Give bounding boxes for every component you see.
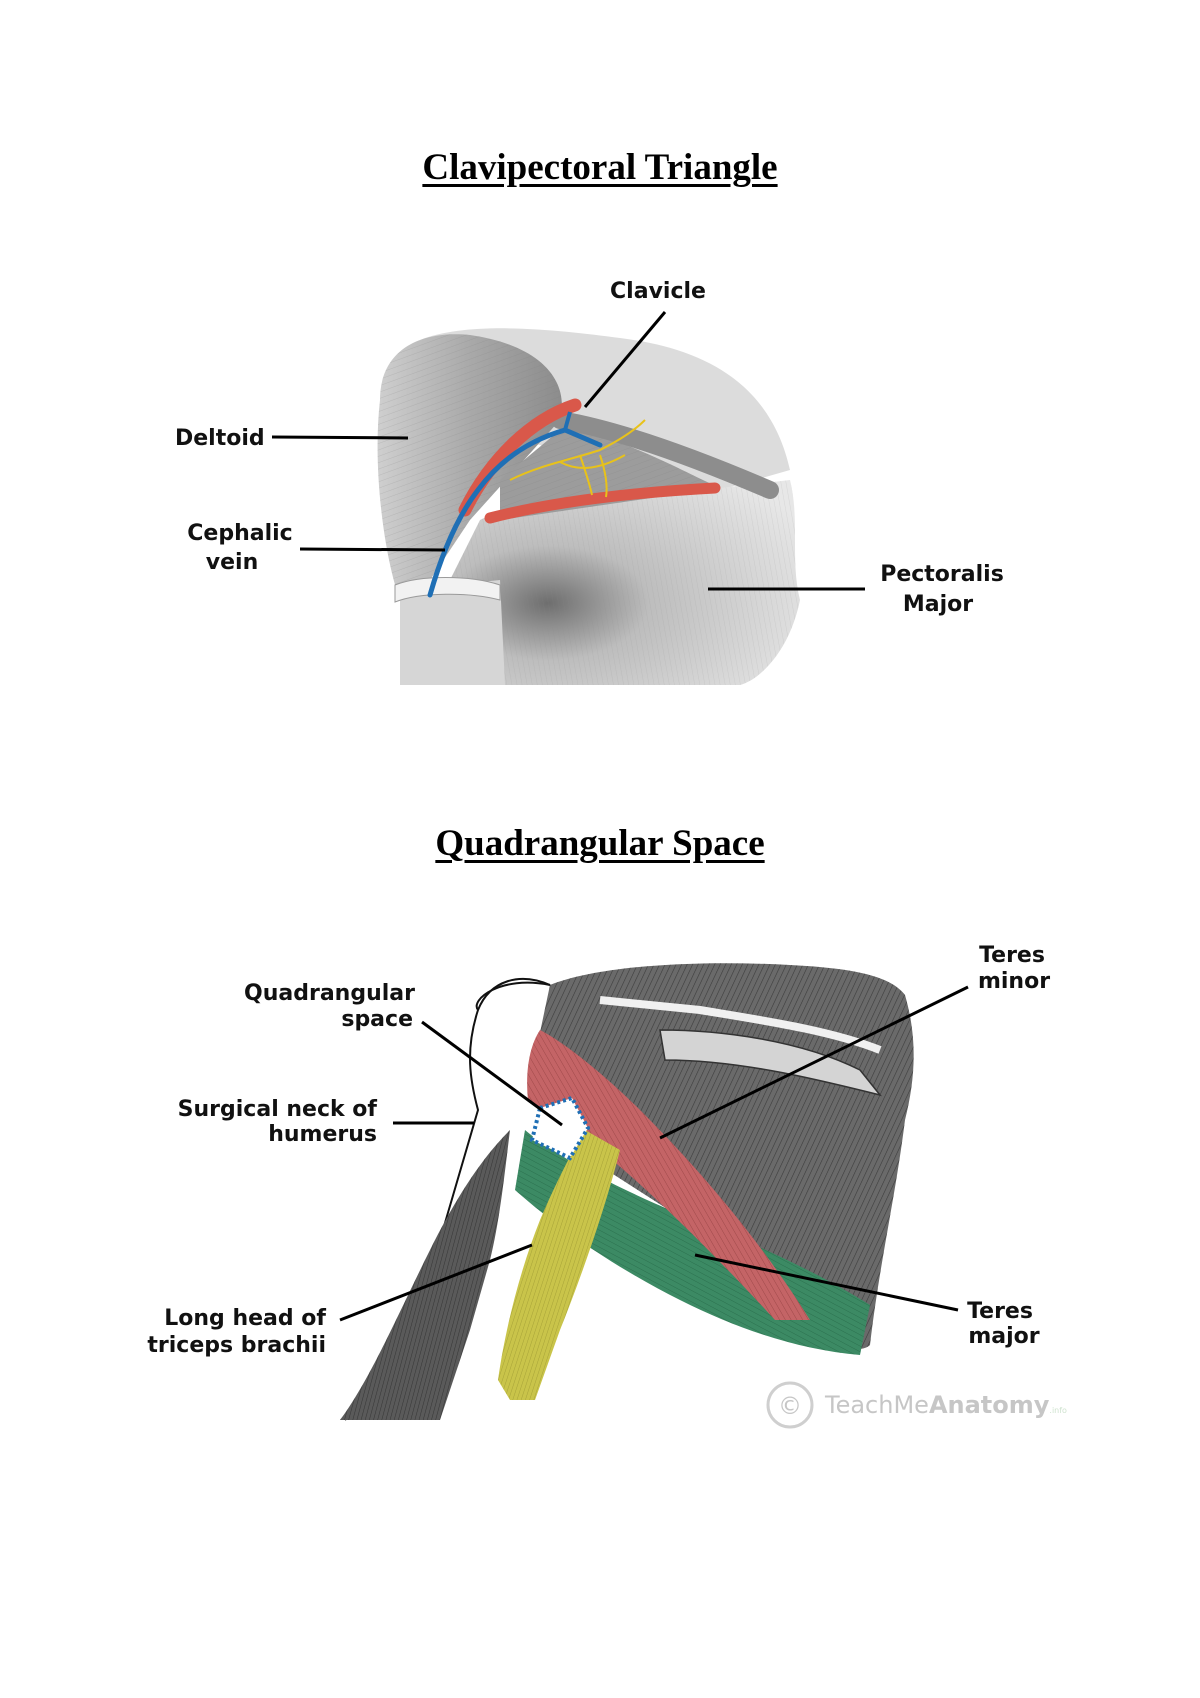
leader-deltoid <box>271 435 409 440</box>
upper-arm-shape <box>400 580 505 685</box>
cephalic-vein <box>427 427 603 598</box>
label-cephalic-vein-1: Cephalic <box>187 521 292 546</box>
nerves <box>509 419 646 498</box>
leader-quadrangular <box>421 1020 563 1127</box>
leader-teres-minor <box>659 985 969 1140</box>
copyright-symbol: © <box>778 1392 802 1420</box>
teachmeanatomy-watermark: © TeachMeAnatomy.info <box>766 1381 1067 1429</box>
label-cephalic-vein-2: vein <box>206 550 258 575</box>
leader-cephalic <box>299 547 446 552</box>
leader-clavicle <box>583 311 667 408</box>
clavicle-band <box>551 411 779 499</box>
label-quadrangular-1: Quadrangular <box>244 981 415 1006</box>
label-quadrangular-2: space <box>341 1007 413 1032</box>
label-teres-major-2: major <box>968 1324 1039 1349</box>
leader-teres-major <box>694 1253 959 1312</box>
copyright-icon <box>766 1381 814 1429</box>
label-teres-major-1: Teres <box>967 1299 1033 1324</box>
humerus-outline <box>344 977 551 1421</box>
section-title-quadrangular: Quadrangular Space <box>435 823 765 864</box>
watermark-suffix: .info <box>1049 1406 1067 1415</box>
watermark-text-light: TeachMe <box>824 1391 929 1419</box>
watermark-text-bold: Anatomy <box>929 1391 1050 1419</box>
label-pectoralis-2: Major <box>903 592 973 617</box>
label-deltoid: Deltoid <box>175 426 265 451</box>
label-long-head-1: Long head of <box>164 1306 326 1331</box>
clavipectoral-triangle-illustration: Clavicle Deltoid Cephalic vein Pectorali… <box>175 279 1004 685</box>
label-pectoralis-1: Pectoralis <box>880 562 1004 587</box>
scapular-spine <box>659 1029 882 1097</box>
label-long-head-2: triceps brachii <box>147 1333 326 1358</box>
watermark-text: TeachMeAnatomy.info <box>824 1391 1067 1419</box>
quadrangular-space-illustration: Quadrangular space Surgical neck of hume… <box>147 943 1067 1429</box>
label-surgical-neck-2: humerus <box>268 1122 377 1147</box>
pectoral-border-red <box>484 482 721 524</box>
leader-long-head <box>339 1243 533 1322</box>
label-teres-minor-2: minor <box>978 969 1050 994</box>
label-clavicle: Clavicle <box>610 279 706 304</box>
label-surgical-neck-1: Surgical neck of <box>178 1097 378 1122</box>
label-teres-minor-1: Teres <box>979 943 1045 968</box>
section-title-clavipectoral: Clavipectoral Triangle <box>422 147 778 188</box>
